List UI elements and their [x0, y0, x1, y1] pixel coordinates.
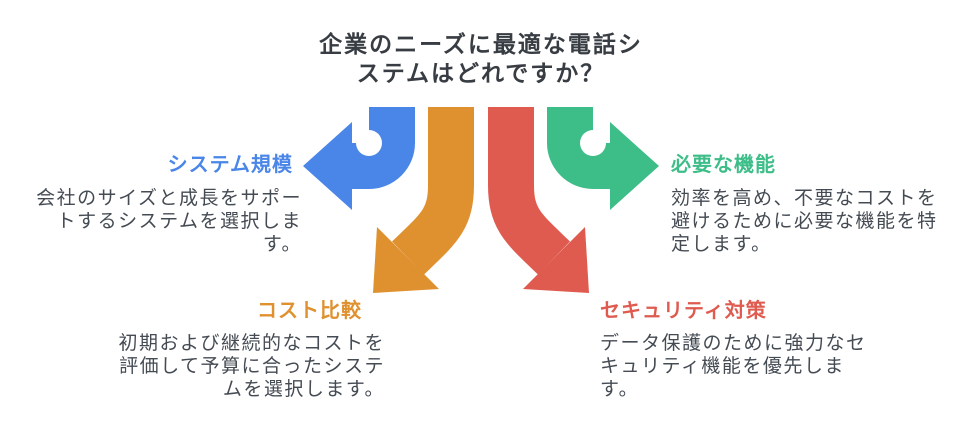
branch-description-security-measures: データ保護のために強力なセキュリティ機能を優先します。	[600, 333, 867, 400]
branch-description-system-scale: 会社のサイズと成長をサポートするシステムを選択します。	[36, 188, 302, 255]
branch-label-security-measures: セキュリティ対策	[600, 300, 767, 322]
curved-arrow-left-head	[303, 122, 352, 210]
branch-description-cost-comparison: 初期および継続的なコストを評価して予算に合ったシステムを選択します。	[118, 333, 385, 400]
curved-arrow-right-head	[610, 122, 659, 210]
branch-description-required-features: 効率を高め、不要なコストを避けるために必要な機能を特定します。	[671, 188, 938, 255]
branch-label-cost-comparison: コスト比較	[257, 300, 362, 322]
curved-arrow-left-icon	[303, 107, 415, 210]
curved-arrow-down-right-shaft	[488, 107, 570, 275]
curved-arrow-down-right-icon	[488, 107, 589, 293]
curved-arrow-right-shaft	[547, 107, 610, 189]
curved-arrow-down-right-head	[523, 227, 589, 293]
curved-arrow-left-notch	[356, 130, 382, 156]
curved-arrow-down-left-shaft	[392, 107, 474, 275]
curved-arrow-left-shaft	[352, 107, 415, 189]
branch-label-required-features: 必要な機能	[671, 154, 776, 176]
curved-arrow-right-notch	[580, 130, 606, 156]
curved-arrow-right-icon	[547, 107, 659, 210]
branch-label-system-scale: システム規模	[167, 154, 293, 176]
diagram-title: 企業のニーズに最適な電話システムはどれですか？	[319, 31, 643, 86]
curved-arrow-down-left-icon	[373, 107, 474, 293]
curved-arrow-down-left-head	[373, 227, 439, 293]
